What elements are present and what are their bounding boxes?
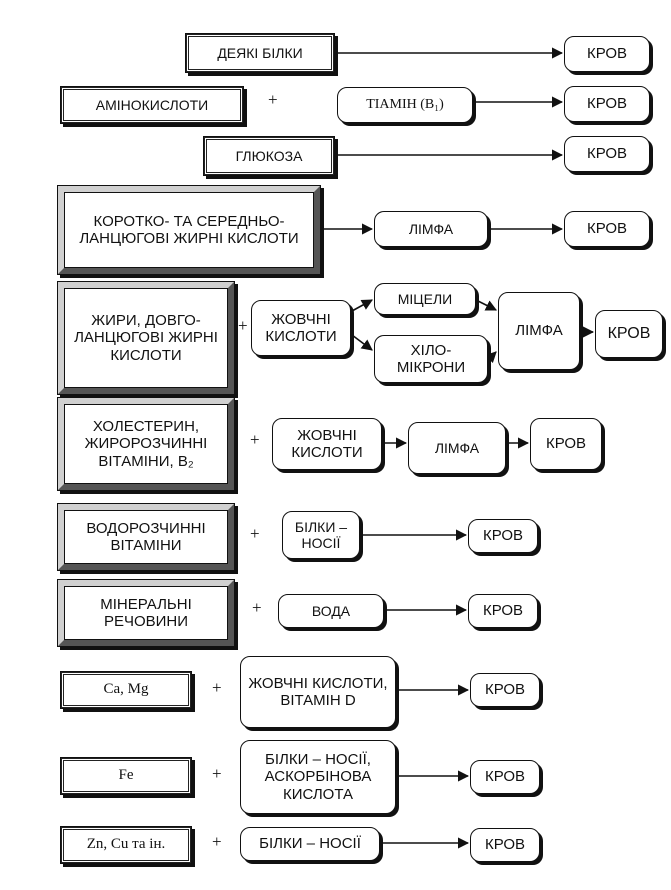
arrow-r5-chylo — [351, 334, 373, 351]
node-r11-source: Zn, Cu та ін. — [60, 826, 192, 864]
node-r5-target: КРОВ — [595, 310, 663, 358]
arrow-r5-micel — [351, 299, 373, 312]
node-r9-source: Ca, Mg — [60, 671, 192, 709]
node-r3-source: ГЛЮКОЗА — [203, 136, 335, 176]
node-r11-target: КРОВ — [470, 828, 540, 862]
node-r2-source: АМІНОКИСЛОТИ — [60, 86, 244, 124]
node-r6-target: КРОВ — [530, 418, 602, 470]
node-r6-cofactor: ЖОВЧНІ КИСЛОТИ — [272, 418, 382, 470]
arrow-r5-chylo-lymph — [484, 351, 497, 364]
node-r10-target: КРОВ — [470, 760, 540, 794]
node-r7-source: ВОДОРОЗЧИННІ ВІТАМІНИ — [58, 504, 234, 570]
plus-r7: + — [250, 524, 260, 543]
node-r5-via: ЛІМФА — [498, 292, 580, 370]
node-r6-source: ХОЛЕСТЕРИН, ЖИРОРОЗЧИННІ ВІТАМІНИ, B₂ — [58, 398, 234, 490]
node-r4-via: ЛІМФА — [374, 211, 488, 247]
node-r9-cofactor: ЖОВЧНІ КИСЛОТИ, ВІТАМІН D — [240, 656, 396, 728]
node-r5-cofactor: ЖОВЧНІ КИСЛОТИ — [251, 300, 351, 356]
node-r8-cofactor: ВОДА — [278, 594, 384, 628]
plus-r2: + — [268, 90, 278, 109]
node-r7-cofactor: БІЛКИ – НОСІЇ — [282, 511, 360, 559]
node-r11-cofactor: БІЛКИ – НОСІЇ — [240, 827, 380, 861]
node-r2-target: КРОВ — [564, 86, 650, 122]
node-r8-target: КРОВ — [468, 594, 538, 628]
node-r10-cofactor: БІЛКИ – НОСІЇ, АСКОРБІНОВА КИСЛОТА — [240, 740, 396, 814]
plus-r9: + — [212, 678, 222, 697]
node-r4-target: КРОВ — [564, 211, 650, 247]
plus-r5: + — [238, 316, 248, 335]
node-r3-target: КРОВ — [564, 136, 650, 172]
node-r5-branch-b: ХІЛО-МІКРОНИ — [374, 335, 488, 383]
plus-r8: + — [252, 598, 262, 617]
node-r5-branch-a: МІЦЕЛИ — [374, 283, 476, 315]
node-r5-source: ЖИРИ, ДОВГО-ЛАНЦЮГОВІ ЖИРНІ КИСЛОТИ — [58, 282, 234, 394]
node-r7-target: КРОВ — [468, 519, 538, 553]
plus-r10: + — [212, 764, 222, 783]
plus-r11: + — [212, 832, 222, 851]
node-r6-via: ЛІМФА — [408, 422, 506, 474]
arrow-r5-micel-lymph — [475, 299, 498, 311]
node-r8-source: МІНЕРАЛЬНІ РЕЧОВИНИ — [58, 580, 234, 646]
node-r1-target: КРОВ — [564, 36, 650, 72]
node-r1-source: ДЕЯКІ БІЛКИ — [185, 33, 335, 73]
node-r2-cofactor: ТІАМІН (B₁) — [337, 87, 473, 123]
node-r9-target: КРОВ — [470, 673, 540, 707]
plus-r6: + — [250, 430, 260, 449]
node-r10-source: Fe — [60, 757, 192, 795]
node-r4-source: КОРОТКО- ТА СЕРЕДНЬО-ЛАНЦЮГОВІ ЖИРНІ КИС… — [58, 186, 320, 274]
